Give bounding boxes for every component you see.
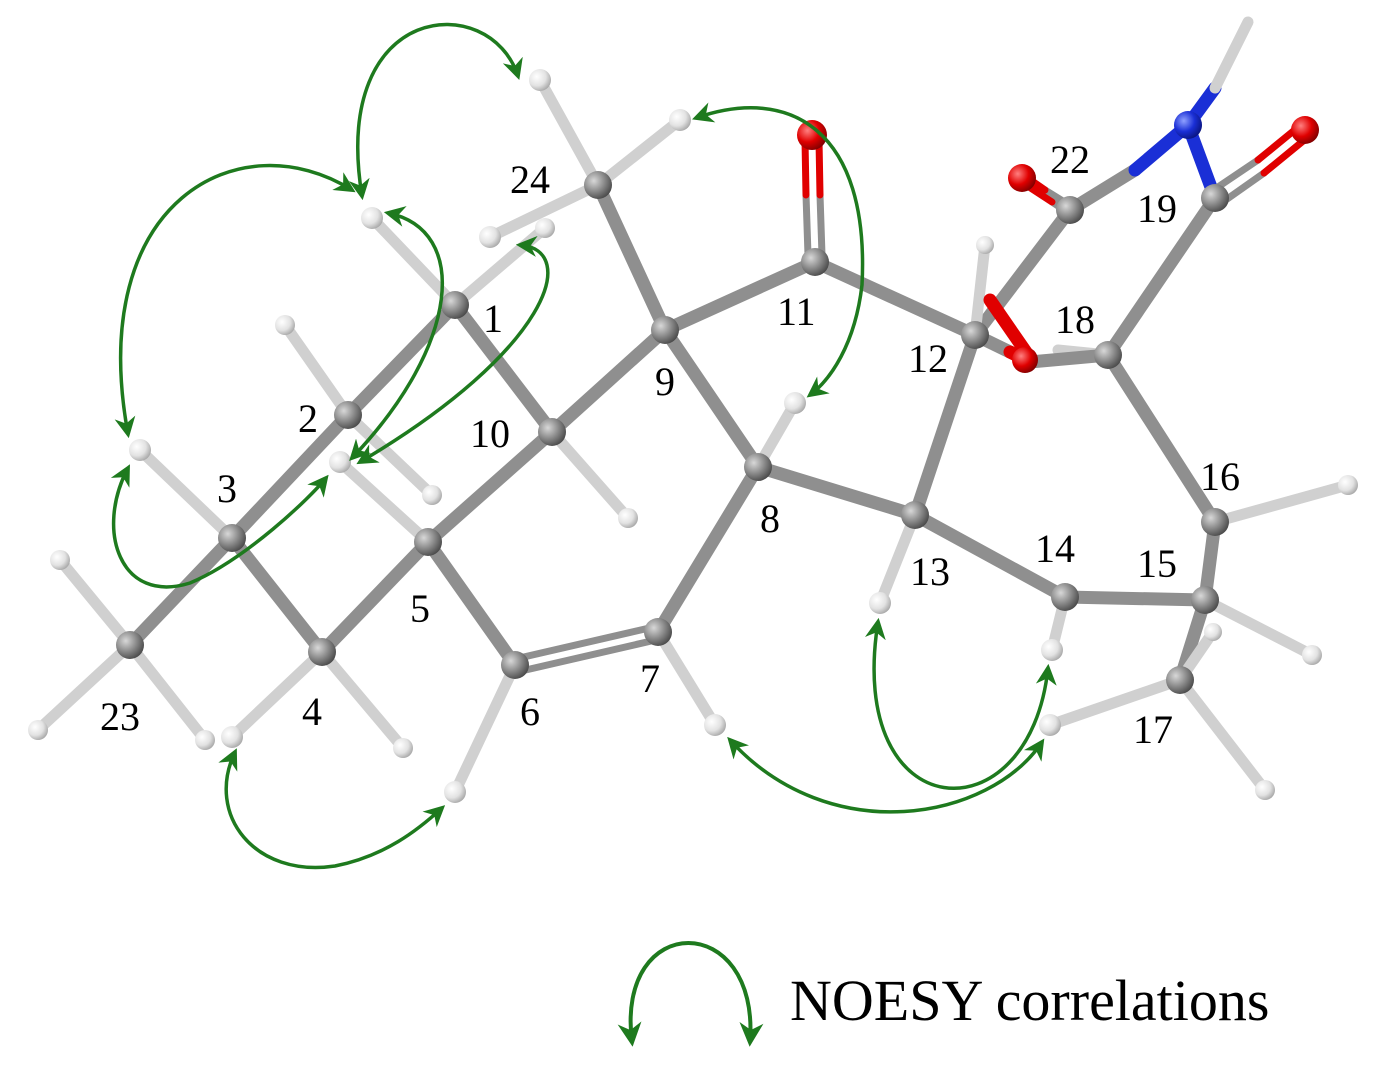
noesy-arrow-h7-h17 bbox=[727, 736, 1045, 814]
atom-labels: 1 2 3 4 5 6 7 8 9 10 11 12 13 14 15 16 1… bbox=[100, 137, 1240, 752]
atom-label-18: 18 bbox=[1055, 297, 1095, 342]
atom-label-9: 9 bbox=[655, 359, 675, 404]
atom-label-16: 16 bbox=[1200, 454, 1240, 499]
atom-label-2: 2 bbox=[298, 396, 318, 441]
noesy-arrows bbox=[110, 22, 1057, 870]
bonds bbox=[32, 16, 1354, 798]
carbon-bonds bbox=[123, 178, 1222, 687]
legend-noesy-arrow-icon bbox=[617, 941, 764, 1047]
atom-label-6: 6 bbox=[520, 689, 540, 734]
noesy-arrow-h4-h6 bbox=[218, 748, 446, 870]
atom-label-17: 17 bbox=[1133, 707, 1173, 752]
legend: NOESY correlations bbox=[617, 941, 1269, 1047]
nitrogen-atoms bbox=[1174, 111, 1202, 139]
atom-label-4: 4 bbox=[302, 689, 322, 734]
atom-label-14: 14 bbox=[1035, 526, 1075, 571]
atom-label-12: 12 bbox=[908, 336, 948, 381]
noesy-arrow-h24-h8 bbox=[692, 102, 865, 398]
atom-label-1: 1 bbox=[483, 296, 503, 341]
noesy-arrow-h1-h3 bbox=[114, 163, 356, 439]
hydrogen-atoms bbox=[28, 69, 1358, 803]
atom-label-3: 3 bbox=[217, 466, 237, 511]
atom-label-13: 13 bbox=[910, 549, 950, 594]
double-bond-6-7 bbox=[511, 622, 664, 676]
noesy-arrow-h13-h14 bbox=[865, 617, 1057, 791]
atom-label-22: 22 bbox=[1050, 137, 1090, 182]
atom-label-8: 8 bbox=[760, 496, 780, 541]
atom-label-7: 7 bbox=[640, 656, 660, 701]
atom-label-24: 24 bbox=[510, 157, 550, 202]
atom-label-11: 11 bbox=[777, 289, 816, 334]
atom-label-10: 10 bbox=[470, 411, 510, 456]
noesy-arrow-h24-h2 bbox=[356, 235, 550, 465]
noesy-arrow-h1-h24 bbox=[348, 22, 523, 201]
atom-label-23: 23 bbox=[100, 694, 140, 739]
carbon-atoms bbox=[116, 171, 1229, 694]
atom-label-5: 5 bbox=[410, 586, 430, 631]
atom-label-19: 19 bbox=[1137, 186, 1177, 231]
atom-label-15: 15 bbox=[1137, 541, 1177, 586]
noesy-arrow-h3-h2 bbox=[110, 464, 329, 589]
legend-label: NOESY correlations bbox=[790, 968, 1269, 1033]
